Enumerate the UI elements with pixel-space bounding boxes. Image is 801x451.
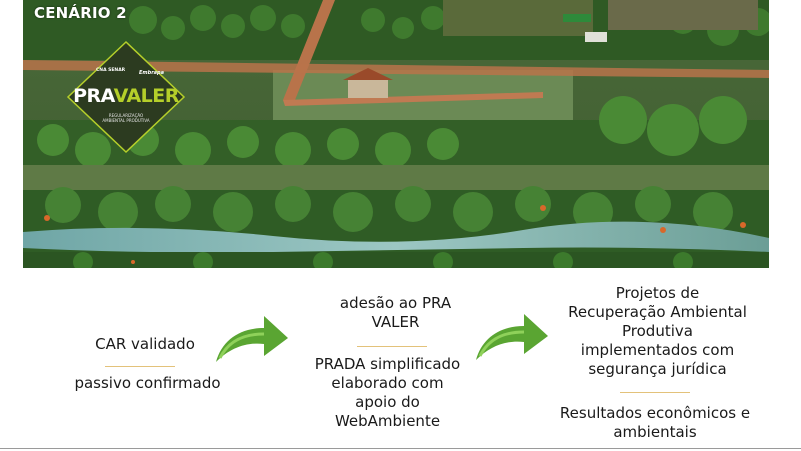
curved-arrow-icon bbox=[216, 316, 288, 362]
step1-line2: passivo confirmado bbox=[74, 374, 221, 392]
logo-partner-text: Embrapa bbox=[139, 70, 164, 76]
pravaler-logo: CNA SENAR Embrapa PRAVALER REGULARIZAÇÃO… bbox=[66, 40, 186, 154]
step3-divider bbox=[620, 392, 690, 393]
step2-divider bbox=[357, 346, 427, 347]
step1-line1: CAR validado bbox=[95, 335, 195, 353]
scenario-label: CENÁRIO 2 bbox=[34, 4, 127, 22]
step2-line2: PRADA simplificado elaborado com apoio d… bbox=[314, 355, 461, 430]
step1-divider bbox=[105, 366, 175, 367]
slide-bottom-border bbox=[0, 448, 801, 449]
farm-aerial-image bbox=[23, 0, 769, 268]
logo-org-text: CNA SENAR bbox=[96, 68, 126, 73]
step3-line1: Projetos de Recuperação Ambiental Produt… bbox=[568, 284, 747, 378]
logo-subtitle-line2: AMBIENTAL PRODUTIVA bbox=[102, 118, 150, 123]
logo-title-part1: PRA bbox=[73, 85, 114, 107]
curved-arrow-icon bbox=[476, 314, 548, 360]
logo-title-part2: VALER bbox=[113, 85, 180, 107]
logo-subtitle: REGULARIZAÇÃO AMBIENTAL PRODUTIVA bbox=[66, 113, 186, 123]
step2-line1: adesão ao PRA VALER bbox=[339, 294, 452, 331]
step3-line2: Resultados econômicos e ambientais bbox=[559, 404, 751, 441]
logo-title: PRAVALER bbox=[66, 85, 186, 107]
logo-subtitle-line1: REGULARIZAÇÃO bbox=[108, 113, 144, 118]
